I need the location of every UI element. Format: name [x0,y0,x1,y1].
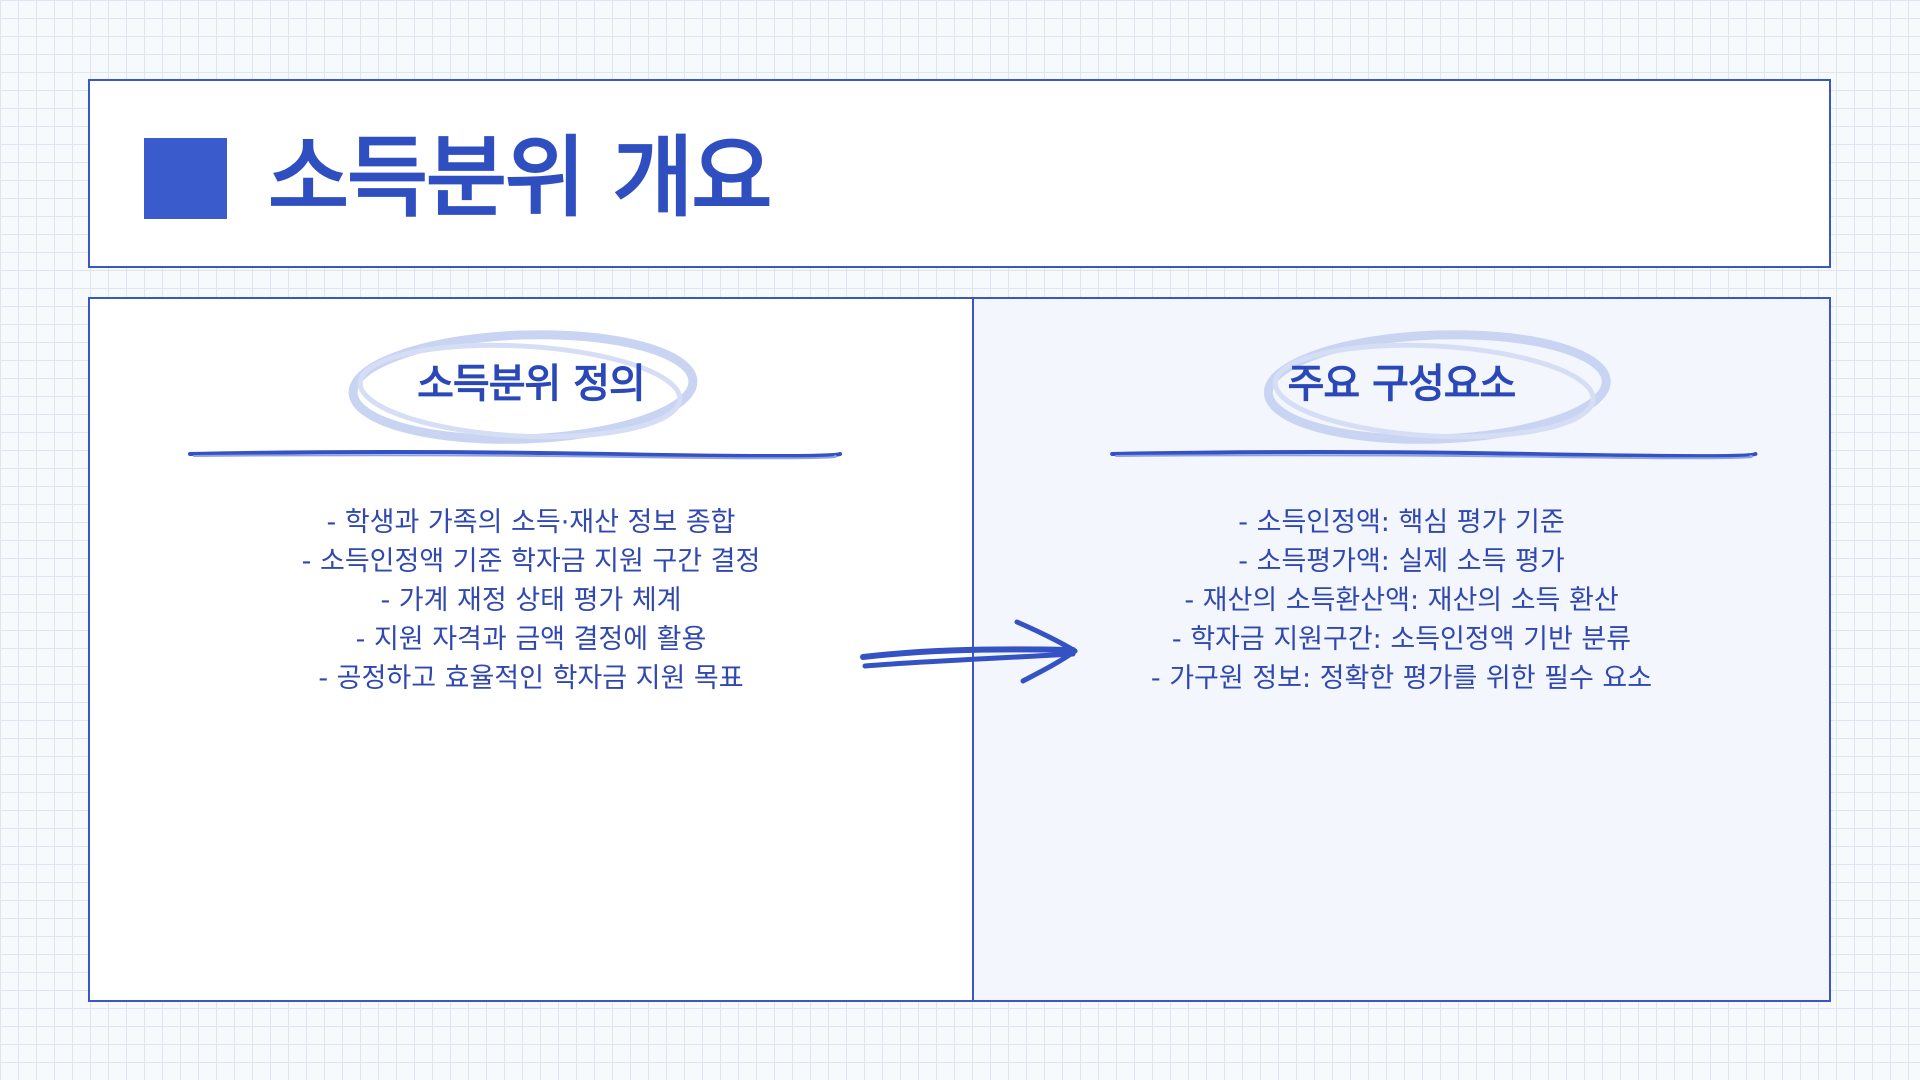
title-box: 소득분위 개요 [88,79,1831,268]
list-item: - 소득평가액: 실제 소득 평가 [1238,546,1565,577]
list-item: - 가계 재정 상태 평가 체계 [380,585,682,616]
list-item: - 학자금 지원구간: 소득인정액 기반 분류 [1171,624,1632,655]
list-item: - 학생과 가족의 소득·재산 정보 종합 [326,507,736,538]
list-item: - 재산의 소득환산액: 재산의 소득 환산 [1184,585,1619,616]
list-item: - 지원 자격과 금액 결정에 활용 [355,624,707,655]
definition-panel: 소득분위 정의 - 학생과 가족의 소득·재산 정보 종합 - 소득인정액 기준… [90,299,972,1000]
list-item: - 소득인정액: 핵심 평가 기준 [1238,507,1565,538]
list-item: - 소득인정액 기준 학자금 지원 구간 결정 [301,546,761,577]
arrow-right-icon [860,619,1078,684]
components-panel: 주요 구성요소 - 소득인정액: 핵심 평가 기준 - 소득평가액: 실제 소득… [972,299,1829,1000]
components-list: - 소득인정액: 핵심 평가 기준 - 소득평가액: 실제 소득 평가 - 재산… [974,503,1829,698]
definition-list: - 학생과 가족의 소득·재산 정보 종합 - 소득인정액 기준 학자금 지원 … [90,503,972,698]
page-title: 소득분위 개요 [268,126,772,229]
list-item: - 공정하고 효율적인 학자금 지원 목표 [318,663,744,694]
list-item: - 가구원 정보: 정확한 평가를 위한 필수 요소 [1150,663,1653,694]
content-box: 소득분위 정의 - 학생과 가족의 소득·재산 정보 종합 - 소득인정액 기준… [88,297,1831,1002]
components-heading: 주요 구성요소 [1287,361,1517,407]
definition-heading: 소득분위 정의 [417,361,646,407]
title-square-marker [144,138,227,219]
